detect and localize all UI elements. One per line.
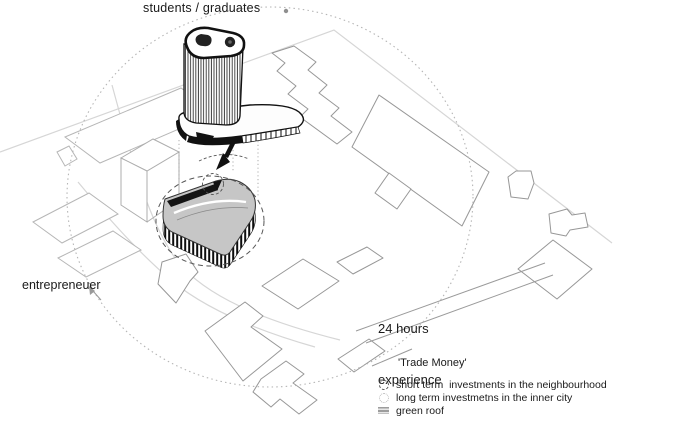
short-term-dashed-circle [155, 175, 265, 267]
legend-item-label: long term investmetns in the inner city [396, 391, 573, 404]
tower-striped-body [183, 43, 244, 126]
green-roof-swatch-icon [378, 407, 389, 414]
label-24-hours-line2: experience [378, 372, 442, 387]
students-leader-dot-icon [283, 8, 289, 14]
green-roof-building [162, 178, 256, 269]
legend-item-label: short term investments in the neighbourh… [396, 378, 607, 391]
tower-building [183, 26, 246, 126]
label-24-hours-line1: 24 hours [378, 321, 429, 336]
small-dashed-circle [202, 173, 224, 195]
long-term-dotted-ellipse [66, 6, 474, 388]
tower-roof-face [184, 26, 246, 60]
building-footprints-left [32, 87, 218, 278]
legend-item-label: green roof [396, 404, 444, 417]
dotted-circle-icon [379, 392, 389, 403]
legend-item-long-term: long term investmetns in the inner city [379, 391, 607, 404]
entrepreneur-leader-arrow-icon [89, 286, 102, 301]
label-students-graduates: students / graduates [143, 1, 261, 15]
legend-title: 'Trade Money' [398, 357, 467, 369]
dashed-arc-under-slab [198, 154, 250, 162]
legend-item-short-term: short term investments in the neighbourh… [379, 378, 607, 391]
legend: 'Trade Money' short term investments in … [378, 357, 607, 417]
connection-arrow-icon [216, 141, 236, 170]
label-24-hours-experience: 24 hours experience [378, 286, 442, 422]
dashed-circle-icon [379, 379, 389, 390]
label-entrepreneur: entrepreneuer [22, 278, 101, 292]
building-footprints-right [157, 45, 593, 415]
legend-item-green-roof: green roof [378, 404, 607, 417]
